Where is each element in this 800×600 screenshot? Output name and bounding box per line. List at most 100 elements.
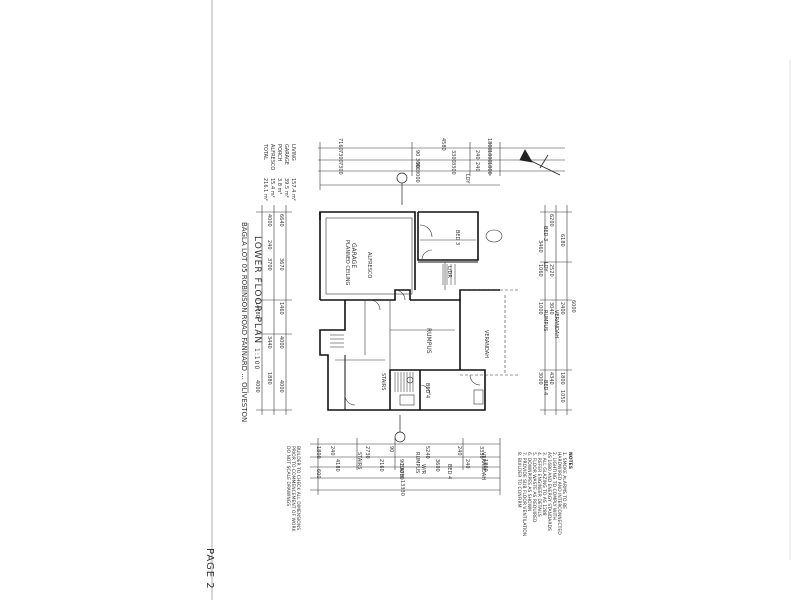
area-value: 3.8 m² bbox=[276, 178, 282, 195]
area-label: GARAGE bbox=[283, 144, 289, 165]
dim-text: 4000 bbox=[278, 336, 284, 349]
dim-text: 2730 bbox=[364, 446, 370, 459]
room-label-rumpus: RUMPUS bbox=[425, 328, 432, 354]
dim-text: 3440 bbox=[266, 336, 272, 349]
plan-subtitle: BAGLA LOT 05 ROBINSON ROAD FANNARD ... O… bbox=[240, 222, 248, 423]
note-line: NOTES bbox=[567, 452, 572, 469]
area-value: 216.1 m² bbox=[262, 178, 268, 201]
plan-scale: 1:100 bbox=[253, 348, 260, 371]
dim-text: 6000 bbox=[570, 300, 576, 313]
room-note-garage: PLANNED CEILING bbox=[344, 240, 350, 286]
dim-text: 4000 bbox=[266, 214, 272, 227]
dim-label: W/R bbox=[420, 464, 426, 475]
dim-text: 5240 bbox=[424, 446, 430, 459]
area-label: LIVING bbox=[290, 144, 296, 161]
area-value: 157.4 m² bbox=[290, 178, 296, 201]
dim-text: 1880 bbox=[266, 372, 272, 385]
note-line: HARDWIRED AND INTERCONNECTED bbox=[556, 452, 561, 535]
dim-label: BED 3 bbox=[542, 226, 548, 242]
dim-text: 7160 bbox=[337, 138, 343, 151]
dim-label: LDY bbox=[542, 262, 548, 272]
dim-text: 600 bbox=[315, 469, 321, 479]
stairs-hatch bbox=[330, 264, 456, 392]
dim-text: 2400 bbox=[559, 302, 565, 315]
north-arrow-icon bbox=[519, 149, 561, 176]
dim-text: 3300 bbox=[450, 162, 456, 175]
dim-text: 1800 bbox=[486, 162, 492, 175]
side-note: PRIOR TO COMMENCEMENT OF WORK bbox=[290, 446, 295, 532]
dim-text: 4340 bbox=[548, 372, 554, 385]
dim-label: RUMPUS bbox=[542, 310, 548, 332]
dim-text: 4580 bbox=[440, 138, 446, 151]
dim-label: VERANDAH bbox=[553, 310, 559, 338]
dim-text: 14780 bbox=[254, 302, 260, 318]
area-value: 39.5 m² bbox=[283, 178, 289, 198]
room-label-ldr: L/DR bbox=[446, 266, 452, 278]
page-label: PAGE 2 bbox=[204, 548, 215, 590]
note-line: 8. BUILDER TO CONFIRM bbox=[516, 452, 521, 508]
area-value: 15.4 m² bbox=[269, 178, 275, 198]
dim-text: 4180 bbox=[334, 459, 340, 472]
dim-text: 4000 bbox=[278, 380, 284, 393]
dim-text: 4000 bbox=[254, 380, 260, 393]
note-line: AS 1680 AND ENERGY STANDARDS bbox=[546, 452, 551, 531]
dim-text: 1460 bbox=[278, 302, 284, 315]
dim-text: 1800 bbox=[486, 150, 492, 163]
dim-text: 240 bbox=[474, 150, 480, 160]
dimension-lines-left bbox=[256, 205, 292, 415]
fixtures bbox=[399, 229, 503, 406]
side-note: DO NOT SCALE DRAWINGS bbox=[285, 446, 290, 507]
dim-text: 240 bbox=[266, 240, 272, 250]
dim-text: LDY bbox=[464, 174, 470, 184]
dim-text: 7300 bbox=[337, 150, 343, 163]
room-label-bed3: BED 3 bbox=[454, 230, 460, 246]
dim-label: VERANDAH bbox=[480, 452, 486, 480]
room-label-bed4: BED 4 bbox=[424, 383, 430, 399]
dim-text: 1800 bbox=[559, 372, 565, 385]
room-label-alfresco: ALFRESCO bbox=[366, 252, 372, 279]
note-line: 6. DOWNPIPES AS SHOWN bbox=[526, 452, 531, 512]
dim-text: 3670 bbox=[278, 258, 284, 271]
dim-text: 7300 bbox=[337, 162, 343, 175]
dim-text: 3300 bbox=[450, 150, 456, 163]
area-label: TOTAL bbox=[262, 144, 268, 160]
interior-lines bbox=[325, 217, 520, 376]
note-line: 2. LIGHTING TO COMPLY WITH bbox=[551, 452, 556, 520]
dim-text: 13330 bbox=[399, 480, 405, 496]
dim-text: 6640 bbox=[278, 214, 284, 227]
dim-text: 1050 bbox=[559, 390, 565, 403]
dim-text: 240 bbox=[329, 446, 335, 456]
dim-text: 240 bbox=[456, 446, 462, 456]
dim-label: BED 4 bbox=[446, 464, 452, 480]
dim-text: 6180 bbox=[559, 234, 565, 247]
side-note: BUILDER TO CHECK ALL DIMENSIONS bbox=[295, 446, 300, 531]
area-label: PORCH bbox=[276, 144, 282, 162]
dim-text: 90 bbox=[388, 446, 394, 453]
dim-text: 1800 bbox=[315, 446, 321, 459]
dim-text: 1800 bbox=[486, 138, 492, 151]
dim-text: 6200 bbox=[548, 214, 554, 227]
dim-text: 3460 bbox=[537, 240, 543, 253]
dim-text: 3600 bbox=[434, 459, 440, 472]
note-line: 5. FLOOR WASTE AS REQUIRED bbox=[531, 452, 536, 523]
dim-text: 240 bbox=[474, 162, 480, 172]
dim-label: STAIRS bbox=[356, 452, 362, 470]
room-label-verandah: VERANDAH bbox=[483, 330, 489, 358]
note-line: 1. SMOKE ALARMS TO BE bbox=[561, 452, 566, 509]
section-marker-bottom-icon bbox=[394, 415, 406, 443]
section-marker-top-icon bbox=[396, 172, 408, 205]
room-label-garage: GARAGE bbox=[350, 243, 357, 269]
plan-title: LOWER FLOOR PLAN bbox=[252, 236, 262, 345]
dim-text: 2160 bbox=[378, 459, 384, 472]
dim-text: 240 bbox=[464, 459, 470, 469]
dim-text: 90 3000 bbox=[414, 162, 420, 183]
door-swings bbox=[344, 224, 481, 406]
note-line: 4. REFER ENGINEER DETAILS bbox=[536, 452, 541, 517]
dimension-lines-right bbox=[540, 205, 572, 415]
dim-text: 3700 bbox=[266, 258, 272, 271]
note-line: 3. ALL GLAZING TO AS 1288 bbox=[541, 452, 546, 516]
dim-text: 2520 bbox=[548, 264, 554, 277]
dim-label: BATH bbox=[398, 464, 404, 478]
room-label-stairs: STAIRS bbox=[380, 373, 386, 391]
